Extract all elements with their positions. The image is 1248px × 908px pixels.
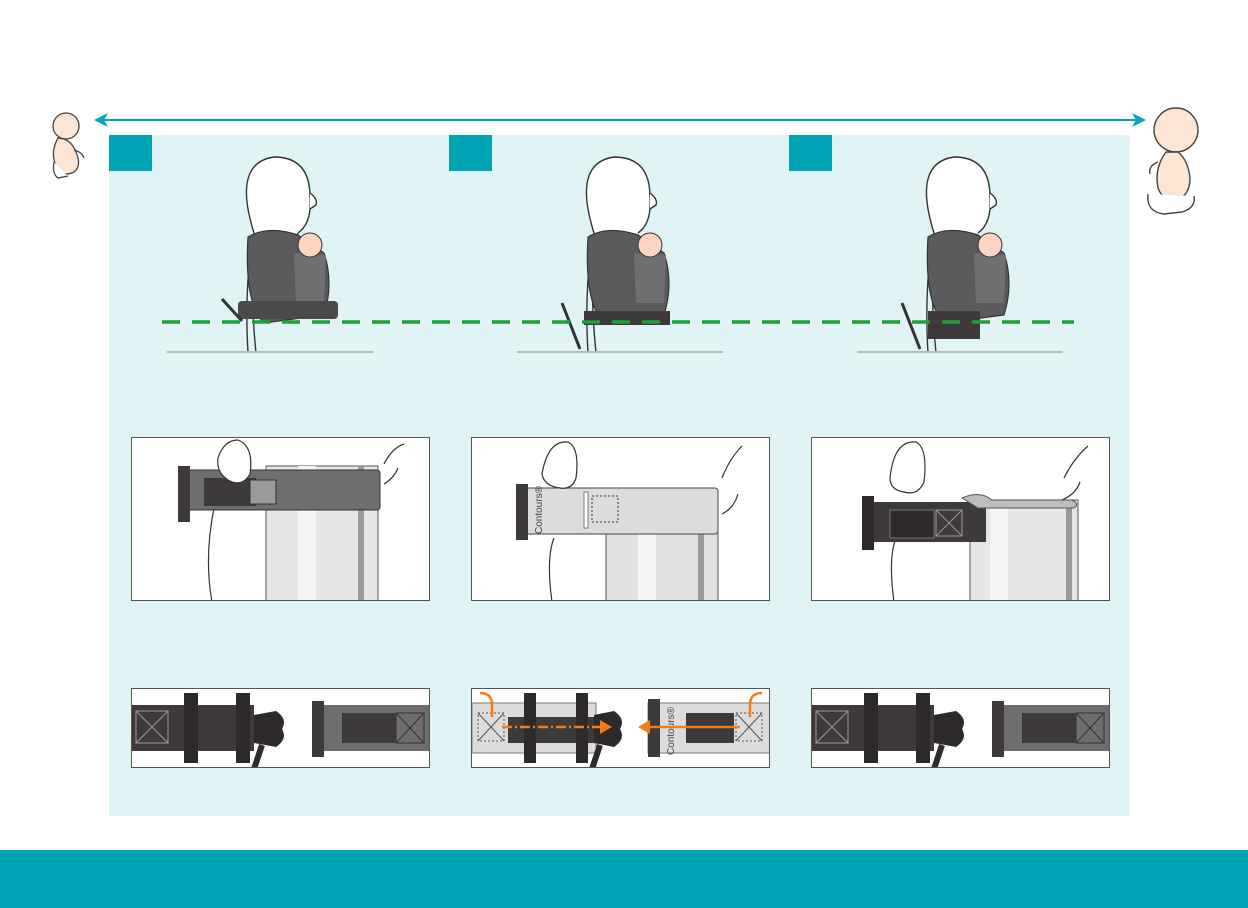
brand-label: Contours®: [534, 485, 545, 534]
step-panel-3: [789, 135, 1130, 816]
waistband-closeup-2: Contours®: [471, 437, 770, 601]
buckle-diagram-1: [131, 688, 430, 768]
brand-label-buckle: Contours®: [666, 706, 677, 755]
step-badge-1: [109, 135, 152, 171]
buckle-diagram-3: [811, 688, 1110, 768]
buckle-diagram-2: Contours®: [471, 688, 770, 768]
floor-line: [167, 351, 373, 353]
footer-bar: [0, 850, 1248, 908]
step-panel-1: [109, 135, 450, 816]
size-range-arrow-icon: [92, 110, 1148, 130]
floor-line: [857, 351, 1063, 353]
floor-line: [517, 351, 723, 353]
waistband-closeup-3: [811, 437, 1110, 601]
step-panel-2: Contours® Contours®: [449, 135, 790, 816]
waistband-closeup-1: [131, 437, 430, 601]
step-badge-3: [789, 135, 832, 171]
older-baby-icon: [1140, 104, 1204, 220]
waist-level-line-icon: [160, 318, 1076, 326]
step-badge-2: [449, 135, 492, 171]
newborn-baby-icon: [44, 108, 90, 182]
